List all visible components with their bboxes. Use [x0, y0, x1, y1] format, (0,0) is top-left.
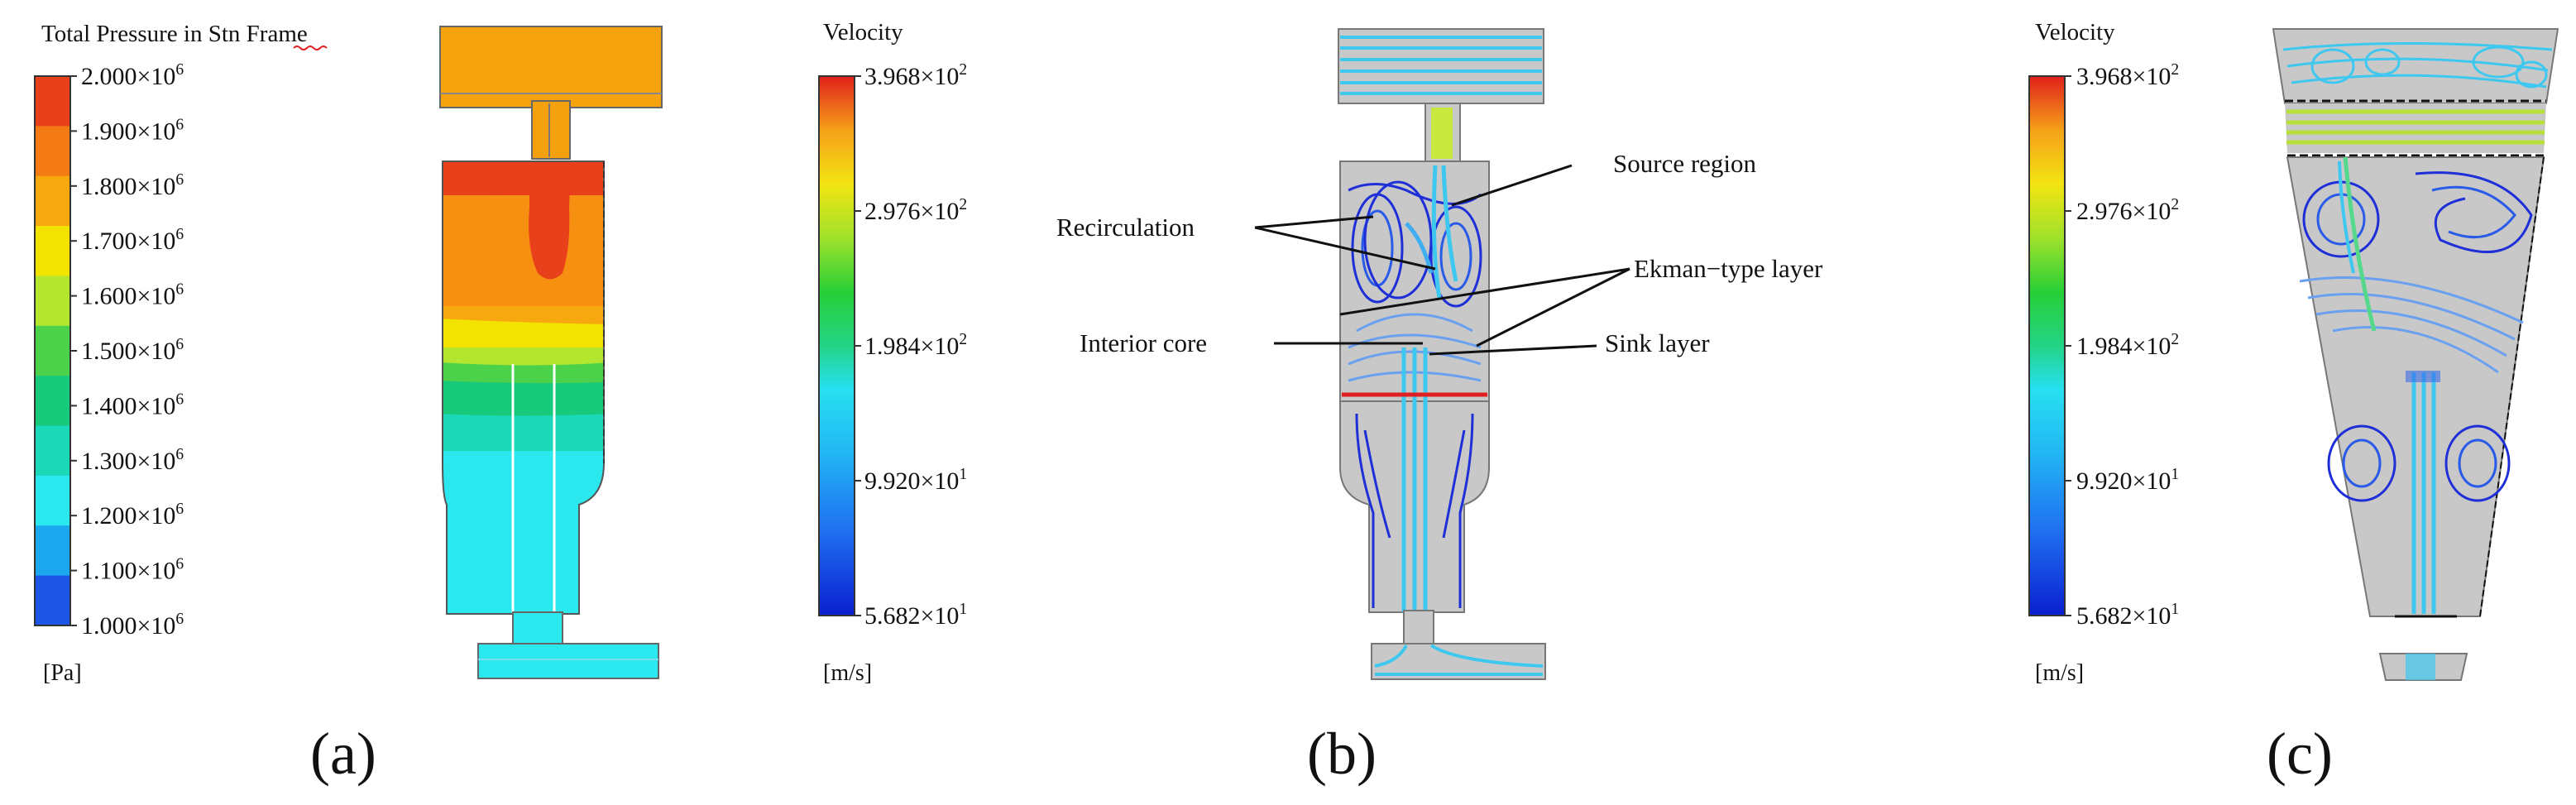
- pressure-band: [35, 175, 70, 227]
- streamline-geometry-b: [1338, 28, 1546, 680]
- caption-a: (a): [310, 721, 376, 787]
- sector-streamline-geometry: [2272, 28, 2559, 681]
- pressure-tick-label: 1.800×106: [81, 171, 184, 200]
- label-source-region: Source region: [1613, 149, 1757, 178]
- pressure-band: [35, 525, 70, 577]
- velocity-c-tick-label: 9.920×101: [2076, 466, 2179, 495]
- panel-b: Velocity 3.968×102 2.976×102 1.984×102 9.92…: [818, 19, 1823, 787]
- velocity-c-tick-label: 5.682×101: [2076, 601, 2179, 630]
- annotation-leaders: [1254, 164, 1630, 356]
- label-interior-core: Interior core: [1080, 328, 1207, 357]
- pressure-tick-label: 1.900×106: [81, 116, 184, 145]
- caption-b: (b): [1307, 721, 1377, 787]
- chamber-outline: [442, 161, 605, 615]
- pressure-band: [35, 325, 70, 376]
- velocity-legend-title-c: Velocity: [2035, 19, 2115, 46]
- caption-c: (c): [2267, 721, 2333, 787]
- velocity-b-tick-label: 9.920×101: [864, 466, 967, 495]
- pressure-tick-labels: 2.000×106 1.900×106 1.800×106 1.700×106 1.60…: [70, 61, 184, 640]
- pressure-band: [35, 376, 70, 427]
- velocity-unit-c: [m/s]: [2035, 660, 2084, 686]
- pressure-band: [35, 226, 70, 276]
- velocity-c-tick-label: 1.984×102: [2076, 331, 2179, 360]
- velocity-b-tick-label: 1.984×102: [864, 331, 967, 360]
- panel-c: Velocity 3.968×102 2.976×102 1.984×102 9.92…: [2028, 19, 2559, 787]
- pressure-colorbar: [35, 76, 70, 626]
- outlet-neck: [512, 611, 563, 646]
- pressure-tick-label: 1.000×106: [81, 611, 184, 640]
- pressure-band: [35, 76, 70, 127]
- inlet-nozzle: [531, 100, 571, 160]
- label-recirculation: Recirculation: [1056, 213, 1195, 242]
- pressure-tick-label: 2.000×106: [81, 61, 184, 90]
- velocity-colorbar-b: [818, 75, 855, 616]
- top-plenum: [439, 26, 663, 108]
- velocity-c-tick-label: 3.968×102: [2076, 61, 2179, 90]
- spellcheck-underline: [293, 46, 328, 50]
- pressure-contour-geometry: [439, 26, 663, 679]
- velocity-c-tick-label: 2.976×102: [2076, 196, 2179, 225]
- pressure-band: [35, 475, 70, 526]
- pressure-unit: [Pa]: [43, 660, 82, 686]
- label-ekman-layer: Ekman−type layer: [1634, 254, 1823, 283]
- pressure-legend-title: Total Pressure in Stn Frame: [41, 21, 308, 47]
- pressure-tick-label: 1.500×106: [81, 336, 184, 365]
- pressure-tick-label: 1.700×106: [81, 226, 184, 255]
- pressure-tick-label: 1.400×106: [81, 391, 184, 419]
- velocity-b-tick-label: 5.682×101: [864, 601, 967, 630]
- pressure-tick-label: 1.300×106: [81, 446, 184, 475]
- bottom-plenum: [477, 643, 659, 679]
- velocity-b-tick-label: 3.968×102: [864, 61, 967, 90]
- pressure-band: [35, 276, 70, 327]
- velocity-colorbar-c: [2028, 75, 2066, 616]
- velocity-tick-labels-b: 3.968×102 2.976×102 1.984×102 9.920×101 5.68…: [855, 61, 967, 630]
- velocity-legend-title-b: Velocity: [823, 19, 903, 46]
- pressure-tick-label: 1.600×106: [81, 281, 184, 310]
- velocity-tick-labels-c: 3.968×102 2.976×102 1.984×102 9.920×101 5.68…: [2065, 61, 2179, 630]
- pressure-band: [35, 126, 70, 177]
- pressure-band: [35, 425, 70, 477]
- pressure-band: [35, 575, 70, 626]
- velocity-b-tick-label: 2.976×102: [864, 196, 967, 225]
- velocity-unit-b: [m/s]: [823, 660, 872, 686]
- pressure-tick-label: 1.100×106: [81, 556, 184, 585]
- label-sink-layer: Sink layer: [1605, 328, 1710, 357]
- pressure-tick-label: 1.200×106: [81, 501, 184, 529]
- panel-a: Total Pressure in Stn Frame 2.000×106 1.9…: [34, 21, 663, 787]
